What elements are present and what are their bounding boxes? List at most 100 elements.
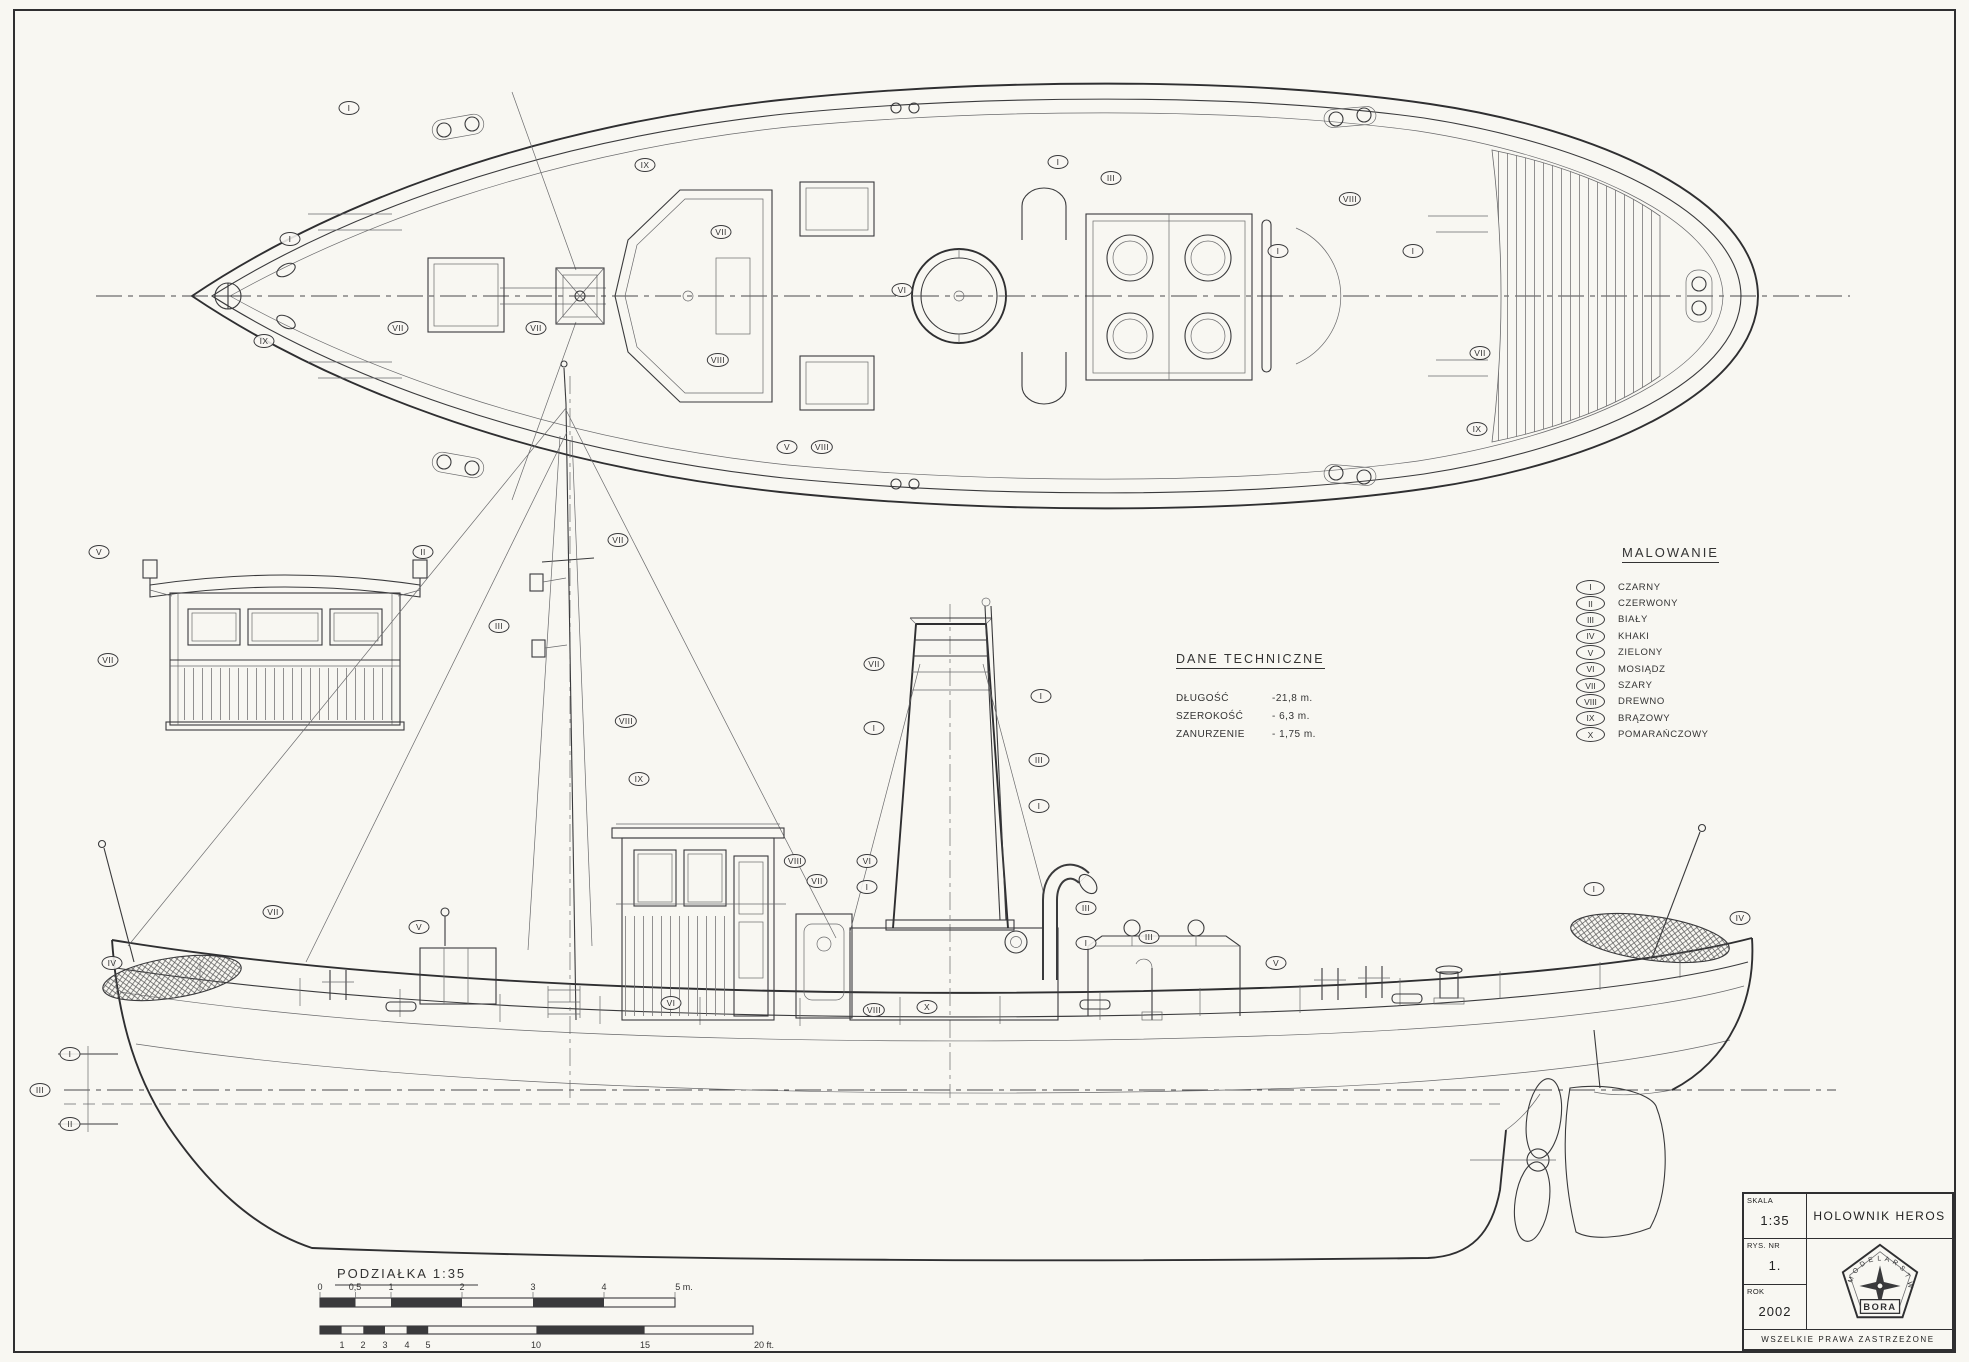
propeller: [1513, 1078, 1563, 1242]
bollards-side: [322, 966, 1390, 1000]
legend-label: BIAŁY: [1618, 614, 1648, 626]
tech-value: - 6,3 m.: [1272, 711, 1310, 722]
scale-value: 1:35: [1760, 1213, 1790, 1228]
legend-item: V ZIELONY: [1576, 645, 1791, 661]
feet-tick-label: 3: [382, 1340, 387, 1350]
tech-row: SZEROKOŚĆ - 6,3 m.: [1176, 711, 1376, 729]
engine-vents-plan: [1021, 187, 1067, 405]
towing-rail: [1261, 219, 1272, 373]
feet-tick-label: 4: [404, 1340, 409, 1350]
legend-numeral: V: [1576, 645, 1605, 661]
cabin-windows: [187, 608, 383, 646]
plan-waterway-line: [229, 112, 1724, 480]
legend-label: CZARNY: [1618, 581, 1661, 593]
legend-label: ZIELONY: [1618, 647, 1663, 659]
legend-label: DREWNO: [1618, 696, 1665, 708]
deck-plan-view: [96, 82, 1850, 510]
fore-deck-box: [419, 907, 497, 1005]
deck-line: [115, 961, 1749, 1018]
meter-tick-label: 5 m.: [675, 1282, 693, 1292]
funnel-side: [849, 597, 1059, 1021]
towing-hook: [1135, 958, 1163, 1021]
feet-tick-label: 10: [531, 1340, 541, 1350]
tech-value: - 1,75 m.: [1272, 729, 1316, 740]
tech-title: DANE TECHNICZNE: [1176, 652, 1325, 669]
legend-numeral: X: [1576, 727, 1605, 743]
legend-item: VI MOSIĄDZ: [1576, 661, 1791, 677]
drawing-number-value: 1.: [1768, 1258, 1782, 1274]
rights-notice: WSZELKIE PRAWA ZASTRZEŻONE: [1744, 1329, 1952, 1349]
legend-numeral: VII: [1576, 678, 1605, 694]
meter-tick-label: 2: [459, 1282, 464, 1292]
wheelhouse-plan: [614, 189, 773, 403]
cabin-body: [169, 592, 401, 726]
feet-tick-label: 1: [339, 1340, 344, 1350]
stern-counter: [1671, 937, 1754, 1091]
tech-label: DŁUGOŚĆ: [1176, 693, 1229, 704]
meter-scalebar: 0 0,5 1 2 3 4 5 m.: [317, 1282, 693, 1308]
wheelhouse-detail-view: [142, 559, 428, 731]
tech-value: -21,8 m.: [1272, 693, 1313, 704]
legend-label: POMARAŃCZOWY: [1618, 729, 1709, 741]
meter-tick-label: 3: [530, 1282, 535, 1292]
scale-label: SKALA: [1747, 1196, 1774, 1205]
meter-tick-label: 1: [388, 1282, 393, 1292]
plan-hull-outline: [190, 82, 1759, 510]
title-block: SKALA 1:35 HOLOWNIK HEROS RYS. NR 1. ROK…: [1742, 1192, 1954, 1351]
cowl-vent: [1042, 863, 1098, 980]
cabin-planking: [176, 668, 394, 720]
feet-tick-label: 2: [360, 1340, 365, 1350]
scalebar-title: PODZIAŁKA 1:35: [337, 1266, 466, 1281]
year-label: ROK: [1747, 1286, 1765, 1296]
bow-fender: [102, 954, 242, 1002]
waterline-marks: [58, 1046, 118, 1132]
capstan: [1433, 965, 1465, 1005]
legend-title: MALOWANIE: [1622, 545, 1719, 563]
tech-row: DŁUGOŚĆ -21,8 m.: [1176, 693, 1376, 711]
legend-label: SZARY: [1618, 680, 1653, 692]
cabin-base: [165, 721, 405, 731]
feet-tick-label: 5: [425, 1340, 430, 1350]
tech-label: SZEROKOŚĆ: [1176, 711, 1244, 722]
life-ring: [1004, 930, 1028, 954]
companion-house: [795, 913, 853, 1019]
legend-label: CZERWONY: [1618, 598, 1679, 610]
legend-item: VII SZARY: [1576, 677, 1791, 694]
cabin-roof: [149, 574, 421, 598]
feet-tick-label: 15: [640, 1340, 650, 1350]
logo-text: BORA: [1863, 1302, 1896, 1312]
aft-grating: [1491, 149, 1661, 443]
tech-row: ZANURZENIE- 1,75 m.: [1176, 729, 1376, 747]
rudder: [1564, 1029, 1666, 1238]
mast-foot: [555, 267, 605, 325]
meter-tick-label: 4: [601, 1282, 606, 1292]
svg-text:M O D E L A R S T W O: M O D E L A R S T W O: [1836, 1240, 1914, 1290]
meter-tick-label: 0,5: [349, 1282, 362, 1292]
engine-skylight-plan: [1085, 213, 1253, 381]
bollards-plan: [431, 102, 1713, 490]
stern-fender: [1570, 912, 1730, 964]
legend-numeral: II: [1576, 596, 1605, 612]
ensign-staff: [1651, 823, 1707, 959]
rigging-stays: [127, 407, 837, 963]
side-elevation-view: [58, 360, 1836, 1262]
sheet-frame: [13, 9, 1956, 1353]
bora-logo: M O D E L A R S T W O BORA: [1807, 1239, 1952, 1329]
scale-cell: SKALA 1:35: [1744, 1194, 1807, 1238]
cabin-lamps: [142, 559, 428, 597]
legend-label: MOSIĄDZ: [1618, 663, 1666, 675]
bulwark-rail: [111, 937, 1753, 994]
jackstaff: [97, 839, 135, 963]
legend-numeral: IX: [1576, 710, 1605, 726]
feet-scalebar: 1 2 3 4 5 10 15 20 ft.: [319, 1325, 774, 1350]
legend-numeral: VI: [1576, 661, 1605, 677]
year-cell: ROK 2002: [1744, 1285, 1806, 1330]
logo-banner: [1859, 1299, 1900, 1314]
tech-data: DANE TECHNICZNE DŁUGOŚĆ -21,8 m. SZEROKOŚ…: [1176, 650, 1376, 747]
